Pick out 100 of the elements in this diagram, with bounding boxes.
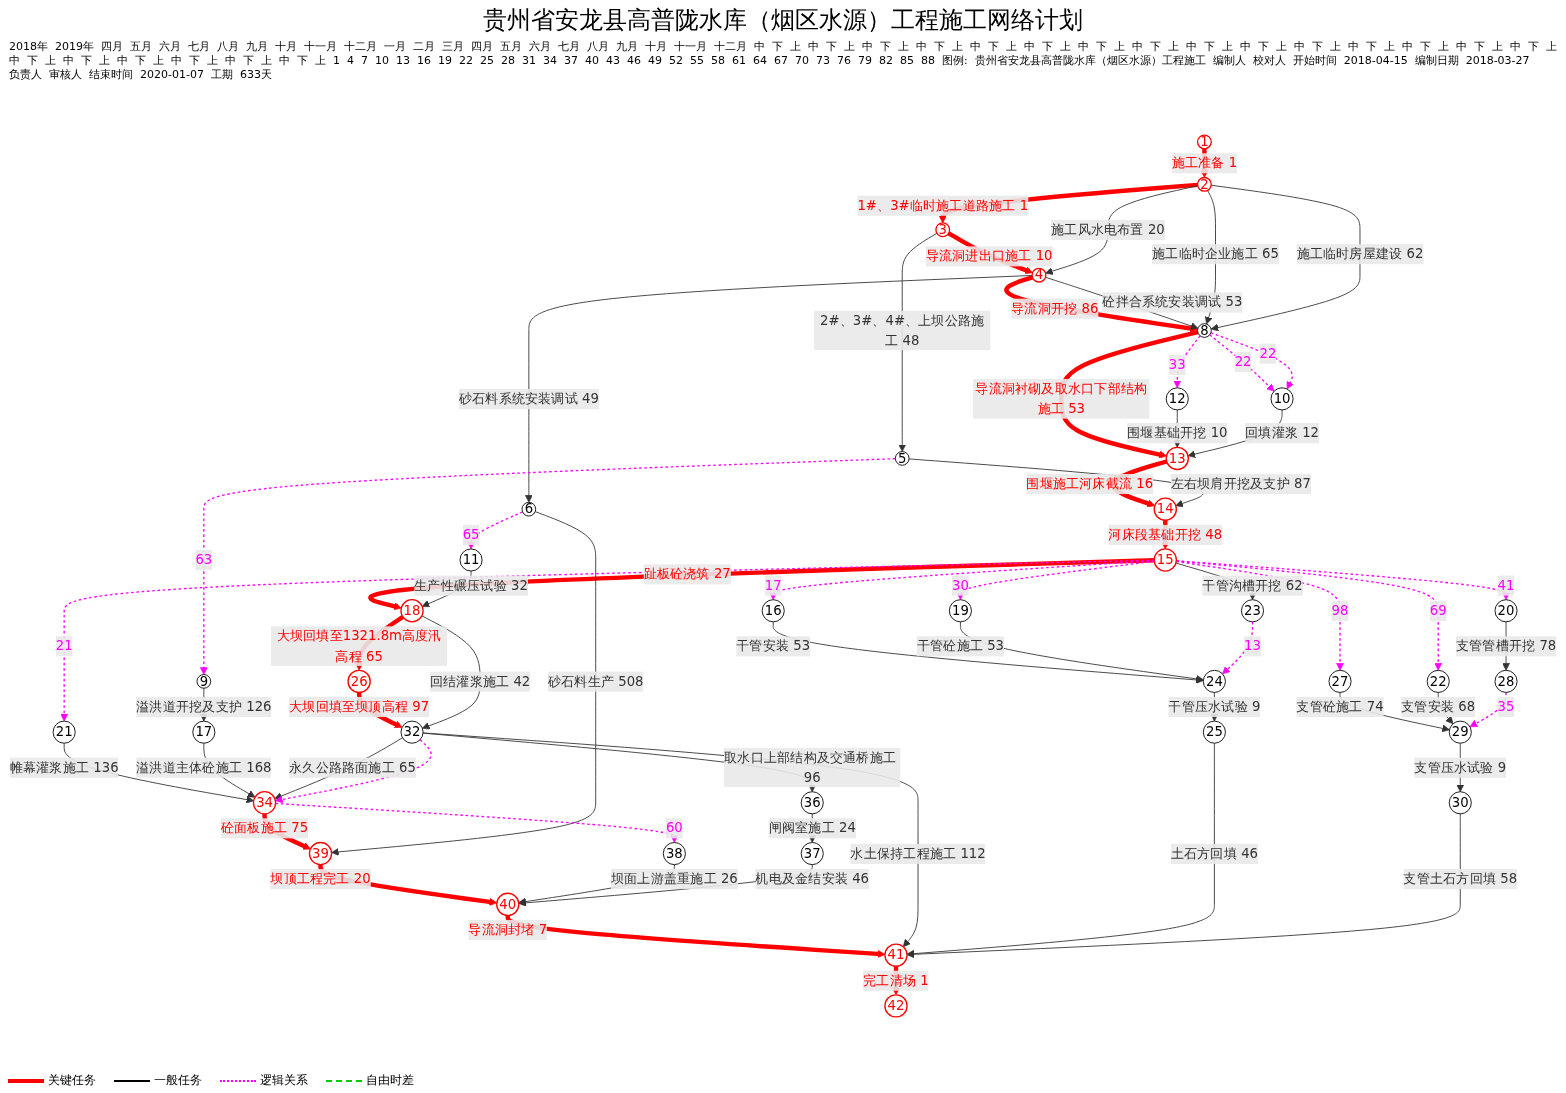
edge-label: 取水口上部结构及交通桥施工 96: [724, 749, 897, 786]
scale-label: 七月: [187, 40, 211, 53]
scale-label: 八月: [216, 40, 240, 53]
scale-label: 编制人: [1211, 54, 1247, 67]
node-circle: 1: [1196, 134, 1212, 150]
edge-label: 1#、3#临时施工道路施工 1: [857, 197, 1029, 214]
node-circle: 5: [894, 451, 910, 466]
edge-label: 41: [1497, 577, 1515, 594]
scale-label: 67: [773, 54, 789, 67]
scale-label: 10: [374, 54, 390, 67]
edge-label: 回填灌浆 12: [1245, 424, 1320, 441]
scale-label: 下: [987, 40, 1000, 53]
scale-label: 二月: [412, 40, 436, 53]
scale-label: 下: [1149, 40, 1162, 53]
scale-label: 73: [815, 54, 831, 67]
node-circle: 24: [1202, 669, 1226, 693]
scale-label: 上: [1221, 40, 1234, 53]
edge-label: 支管安装 68: [1401, 698, 1476, 715]
scale-label: 图例:: [941, 54, 969, 67]
scale-label: 37: [563, 54, 579, 67]
node-circle: 36: [800, 791, 824, 815]
scale-label: 上: [951, 40, 964, 53]
edge-label: 坝顶工程完工 20: [270, 870, 371, 887]
scale-label: 下: [1365, 40, 1378, 53]
scale-label: 工期: [209, 68, 234, 81]
scale-label: 上: [897, 40, 910, 53]
scale-label: 上: [1437, 40, 1450, 53]
scale-label: 中: [1455, 40, 1468, 53]
edge-label: 完工清场 1: [863, 972, 929, 989]
scale-label: 下: [188, 54, 201, 67]
scale-label: 85: [899, 54, 915, 67]
node-circle: 17: [192, 720, 216, 744]
edge-label: 65: [462, 526, 480, 543]
edge-label: 60: [665, 820, 683, 836]
edge-label: 施工临时房屋建设 62: [1296, 245, 1424, 262]
node-circle: 39: [308, 841, 333, 866]
scale-label: 40: [584, 54, 600, 67]
edge-label: 35: [1497, 698, 1515, 715]
node-circle: 8: [1197, 323, 1212, 338]
scale-label: 上: [1275, 40, 1288, 53]
scale-label: 审核人: [48, 68, 83, 81]
scale-label: 开始时间: [1291, 54, 1338, 67]
arrow: [1469, 691, 1507, 728]
scale-label: 中: [62, 54, 75, 67]
node-circle: 12: [1165, 387, 1189, 411]
scale-label: 22: [458, 54, 474, 67]
scale-label: 中: [278, 54, 291, 67]
scale-label: 88: [920, 54, 936, 67]
node-circle: 41: [884, 943, 908, 967]
scale-label: 下: [134, 54, 147, 67]
scale-label: 十月: [274, 40, 298, 53]
node-circle: 22: [1426, 669, 1450, 693]
scale-label: 16: [416, 54, 432, 67]
edge-label: 2#、3#、4#、上坝公路施工 48: [820, 312, 985, 349]
scale-label: 上: [1329, 40, 1342, 53]
edge-label: 水土保持工程施工 112: [850, 845, 986, 862]
edge-label: 施工风水电布置 20: [1051, 221, 1165, 238]
scale-label: 82: [878, 54, 894, 67]
scale-label: 中: [8, 54, 21, 67]
edge-label: 支管管槽开挖 78: [1455, 637, 1557, 654]
scale-label: 中: [807, 40, 820, 53]
scale-label: 下: [242, 54, 255, 67]
scale-label: 中: [1239, 40, 1252, 53]
scale-label: 4: [346, 54, 355, 67]
scale-label: 下: [771, 40, 784, 53]
node-circle: 20: [1494, 599, 1518, 623]
edge-label: 导流洞衬砌及取水口下部结构施工 53: [975, 380, 1148, 417]
edge-label: 围堰施工河床截流 16: [1026, 475, 1154, 492]
scale-label: 2018年: [8, 40, 49, 53]
scale-label: 633天: [238, 68, 273, 81]
legend-label: 自由时差: [366, 1072, 414, 1089]
node-circle: 6: [521, 501, 537, 517]
node-circle: 29: [1448, 720, 1472, 744]
arrow: [769, 560, 1155, 601]
node-circle: 26: [347, 669, 371, 694]
scale-label: 四月: [470, 40, 494, 53]
scale-label: 贵州省安龙县高普陇水库（烟区水源）工程施工: [973, 54, 1207, 67]
edge-label: 坝面上游盖重施工 26: [610, 870, 738, 887]
scale-label: 中: [1401, 40, 1414, 53]
legend-label: 一般任务: [154, 1072, 202, 1089]
edge-label: 导流洞封堵 7: [468, 921, 548, 938]
scale-label: 上: [98, 54, 111, 67]
scale-label: 13: [395, 54, 411, 67]
arrow: [467, 511, 524, 550]
edge-label: 支管土石方回填 58: [1403, 870, 1518, 887]
edge-label: 22: [1234, 353, 1252, 370]
arrow: [956, 560, 1155, 601]
scale-label: 上: [1491, 40, 1504, 53]
edge-label: 砼拌合系统安装调试 53: [1102, 294, 1243, 310]
edge-label: 21: [55, 637, 73, 654]
scale-label: 中: [224, 54, 237, 67]
arrow: [505, 915, 886, 958]
edge-label: 趾板砼浇筑 27: [643, 566, 731, 582]
scale-label: 十一月: [303, 40, 338, 53]
edge-label: 33: [1168, 356, 1186, 373]
scale-label: 上: [843, 40, 856, 53]
scale-label: 结束时间: [88, 68, 134, 81]
scale-label: 下: [879, 40, 892, 53]
edge-label: 17: [764, 577, 782, 594]
scale-label: 下: [1527, 40, 1540, 53]
